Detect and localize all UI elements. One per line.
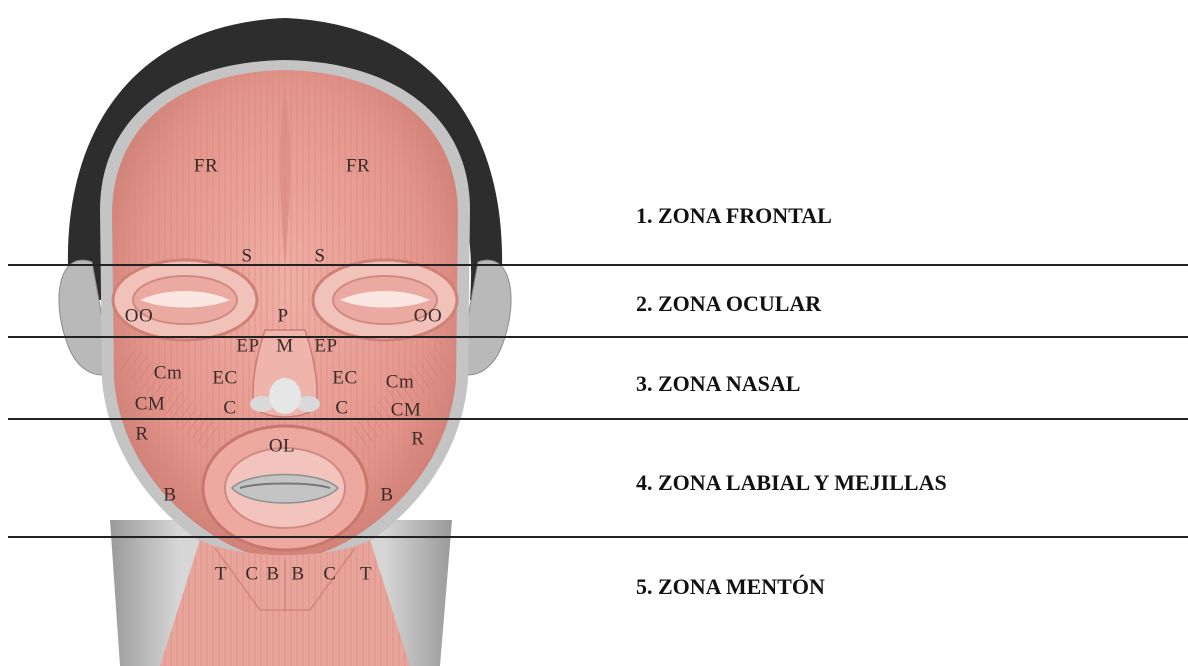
muscle-label-ep-left: EP — [236, 337, 259, 356]
zone-title-labial: 4. ZONA LABIAL Y MEJILLAS — [636, 470, 947, 496]
muscle-label-ol: OL — [269, 437, 295, 456]
muscle-label-b-right: B — [380, 486, 393, 505]
muscle-label-t-right: T — [360, 565, 372, 584]
muscle-label-cm-small-right: Cm — [386, 373, 414, 392]
muscle-label-r-right: R — [411, 430, 424, 449]
zone-divider-4 — [8, 536, 1188, 538]
zone-divider-3 — [8, 418, 1188, 420]
zone-divider-1 — [8, 264, 1188, 266]
muscle-label-s-right: S — [314, 247, 325, 266]
muscle-label-b-chin-right: B — [291, 565, 304, 584]
muscle-label-cm-right: CM — [391, 401, 422, 420]
zone-divider-2 — [8, 336, 1188, 338]
zone-title-nasal: 3. ZONA NASAL — [636, 371, 800, 397]
muscle-label-s-left: S — [241, 247, 252, 266]
muscle-label-fr-left: FR — [194, 157, 218, 176]
muscle-label-c-chin-left: C — [245, 565, 258, 584]
muscle-label-p: P — [277, 307, 288, 326]
zone-title-ocular: 2. ZONA OCULAR — [636, 291, 821, 317]
muscle-label-cm-left: CM — [135, 395, 166, 414]
muscle-label-c-left: C — [223, 399, 236, 418]
muscle-label-r-left: R — [135, 425, 148, 444]
muscle-label-cm-small-left: Cm — [154, 364, 182, 383]
muscle-label-ec-left: EC — [212, 369, 237, 388]
muscle-label-ep-right: EP — [314, 337, 337, 356]
zone-title-menton: 5. ZONA MENTÓN — [636, 574, 825, 600]
muscle-label-c-right: C — [335, 399, 348, 418]
muscle-label-b-left: B — [163, 486, 176, 505]
muscle-label-ec-right: EC — [332, 369, 357, 388]
muscle-label-m: M — [276, 337, 293, 356]
muscle-label-t-left: T — [215, 565, 227, 584]
muscle-label-c-chin-right: C — [323, 565, 336, 584]
muscle-label-b-chin-left: B — [266, 565, 279, 584]
muscle-label-oo-right: OO — [414, 307, 442, 326]
muscle-label-fr-right: FR — [346, 157, 370, 176]
zone-title-frontal: 1. ZONA FRONTAL — [636, 203, 832, 229]
muscle-label-oo-left: OO — [125, 307, 153, 326]
